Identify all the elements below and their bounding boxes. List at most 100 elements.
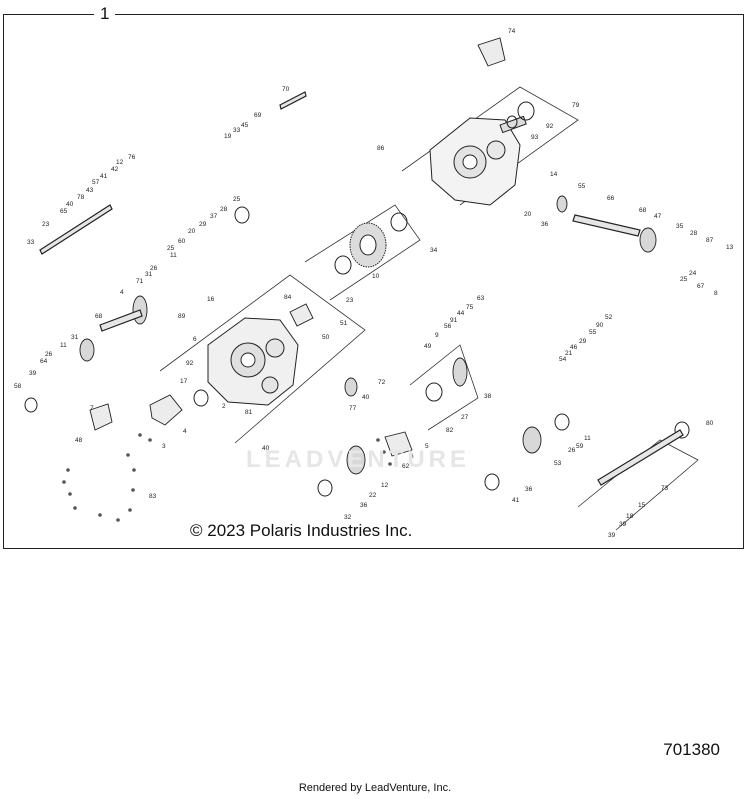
callout-label: 23 — [42, 221, 50, 228]
callout-label: 93 — [531, 134, 539, 141]
shaft-80 — [597, 429, 684, 486]
copyright-text: © 2023 Polaris Industries Inc. — [190, 521, 413, 540]
callout-label: 4 — [183, 428, 187, 435]
callout-label: 8 — [714, 290, 718, 297]
callout-label: 26 — [150, 265, 158, 272]
callout-label: 24 — [689, 270, 697, 277]
callout-label: 50 — [322, 334, 330, 341]
callout-label: 37 — [210, 213, 218, 220]
callout-label: 17 — [180, 378, 188, 385]
callout-label: 56 — [444, 323, 452, 330]
gear-group-bracket — [304, 204, 421, 301]
transmission-housing-top — [429, 115, 527, 206]
callout-label: 25 — [233, 196, 241, 203]
callout-label: 7 — [90, 405, 94, 412]
callout-label: 41 — [100, 173, 108, 180]
callout-label: 12 — [116, 159, 124, 166]
callout-label: 86 — [377, 145, 385, 152]
callout-label: 19 — [224, 133, 232, 140]
shift-shaft-65 — [39, 204, 113, 255]
bearing-32 — [554, 413, 570, 431]
callout-label: 68 — [639, 207, 647, 214]
callout-label: 36 — [525, 486, 533, 493]
gear-55 — [556, 195, 568, 213]
callout-label: 5 — [425, 443, 429, 450]
callout-label: 82 — [446, 427, 454, 434]
callout-label: 84 — [284, 294, 292, 301]
callout-label: 4 — [120, 289, 124, 296]
callout-label: 18 — [626, 513, 634, 520]
callout-label: 63 — [477, 295, 485, 302]
bearing-34a — [390, 212, 408, 232]
callout-label: 9 — [435, 332, 439, 339]
callout-label: 46 — [570, 344, 578, 351]
callout-label: 36 — [541, 221, 549, 228]
callout-label: 44 — [457, 310, 465, 317]
callout-label: 16 — [207, 296, 215, 303]
seal-93 — [506, 115, 518, 129]
callout-label: 47 — [654, 213, 662, 220]
callout-label: 22 — [369, 492, 377, 499]
callout-label: 69 — [254, 112, 262, 119]
callout-label: 35 — [676, 223, 684, 230]
callout-label: 51 — [340, 320, 348, 327]
callout-label: 13 — [726, 244, 734, 251]
callout-label: 21 — [565, 350, 573, 357]
cover-51 — [289, 303, 314, 327]
callout-label: 53 — [554, 460, 562, 467]
callout-label: 80 — [706, 420, 714, 427]
bearing-36b — [484, 473, 500, 491]
callout-label: 81 — [245, 409, 253, 416]
callout-label: 25 — [167, 245, 175, 252]
case-group-bracket — [159, 274, 366, 444]
gear-77 — [452, 357, 468, 387]
bearing-92 — [517, 101, 535, 121]
cover-83 — [384, 431, 413, 457]
callout-label: 74 — [508, 28, 516, 35]
callout-label: 59 — [576, 443, 584, 450]
callout-label: 3 — [162, 443, 166, 450]
diagram-id: 701380 — [663, 740, 720, 759]
callout-label: 77 — [349, 405, 357, 412]
callout-label: 2 — [222, 403, 226, 410]
gear-47 — [639, 227, 657, 253]
page-number: 1 — [94, 4, 116, 24]
callout-label: 40 — [262, 445, 270, 452]
callout-label: 55 — [578, 183, 586, 190]
callout-label: 76 — [128, 154, 136, 161]
bearing-38 — [425, 382, 443, 402]
callout-label: 29 — [579, 338, 587, 345]
callout-label: 90 — [596, 322, 604, 329]
callout-label: 92 — [186, 360, 194, 367]
callout-label: 20 — [188, 228, 196, 235]
callout-label: 25 — [680, 276, 688, 283]
callout-label: 42 — [111, 166, 119, 173]
gear-62 — [346, 445, 366, 475]
footer-credit: Rendered by LeadVenture, Inc. — [298, 782, 452, 794]
callout-label: 33 — [233, 127, 241, 134]
callout-label: 62 — [402, 463, 410, 470]
callout-label: 41 — [512, 497, 520, 504]
callout-label: 14 — [550, 171, 558, 178]
callout-label: 43 — [86, 187, 94, 194]
callout-label: 28 — [220, 206, 228, 213]
callout-label: 39 — [608, 532, 616, 539]
callout-label: 57 — [92, 179, 100, 186]
shaft-66 — [572, 214, 641, 237]
shaft-group-bracket — [409, 344, 479, 431]
callout-label: 6 — [410, 453, 414, 460]
callout-label: 32 — [344, 514, 352, 521]
callout-label: 65 — [60, 208, 68, 215]
bearing-39 — [24, 397, 38, 413]
callout-label: 54 — [559, 356, 567, 363]
callout-label: 26 — [568, 447, 576, 454]
callout-label: 71 — [136, 278, 144, 285]
callout-label: 28 — [690, 230, 698, 237]
callout-label: 79 — [572, 102, 580, 109]
callout-label: 27 — [461, 414, 469, 421]
callout-label: 52 — [605, 314, 613, 321]
callout-label: 15 — [638, 502, 646, 509]
watermark-text: LEADVENTURE — [246, 446, 471, 473]
callout-label: 68 — [95, 313, 103, 320]
